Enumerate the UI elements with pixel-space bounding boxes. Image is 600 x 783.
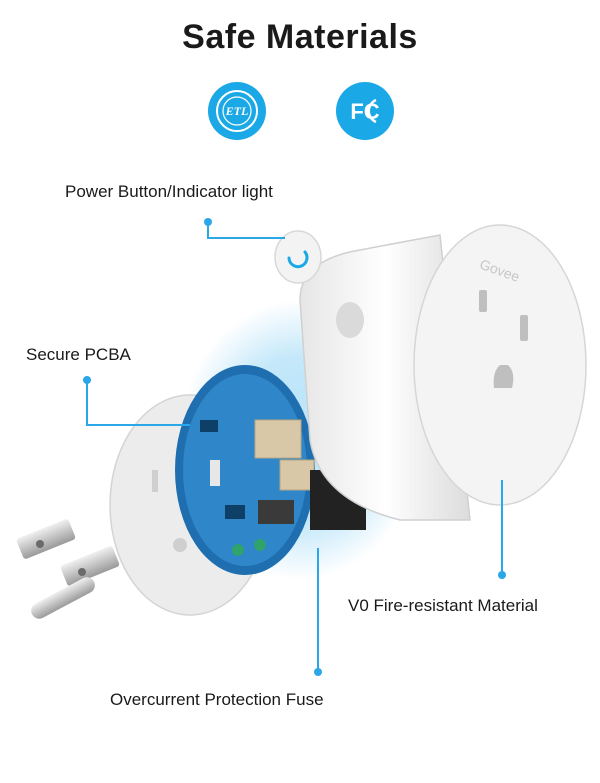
power-button-part	[274, 230, 322, 284]
fcc-certification-badge: FC	[336, 82, 394, 140]
pcba-board	[175, 365, 366, 575]
fcc-logo-text: FC	[350, 99, 379, 124]
pcba-callout-line	[86, 380, 190, 426]
page-title: Safe Materials	[182, 18, 418, 56]
callout-dots	[83, 218, 506, 676]
etl-logo-text: ETL	[225, 104, 249, 118]
etl-certification-badge: ETL	[208, 82, 266, 140]
fcc-logo-icon: FC	[350, 98, 380, 124]
plug-prongs	[16, 519, 120, 619]
pcba-callout-label: Secure PCBA	[26, 345, 131, 364]
power-button-callout-line	[207, 222, 285, 239]
callout-lines	[86, 222, 503, 672]
power-icon	[287, 250, 309, 269]
power-button-callout-label: Power Button/Indicator light	[65, 182, 273, 201]
fuse-callout-label: Overcurrent Protection Fuse	[110, 690, 324, 709]
fire-resistant-callout-label: V0 Fire-resistant Material	[348, 596, 538, 615]
etl-logo-icon: ETL	[216, 90, 258, 132]
housing: Govee	[299, 224, 587, 521]
